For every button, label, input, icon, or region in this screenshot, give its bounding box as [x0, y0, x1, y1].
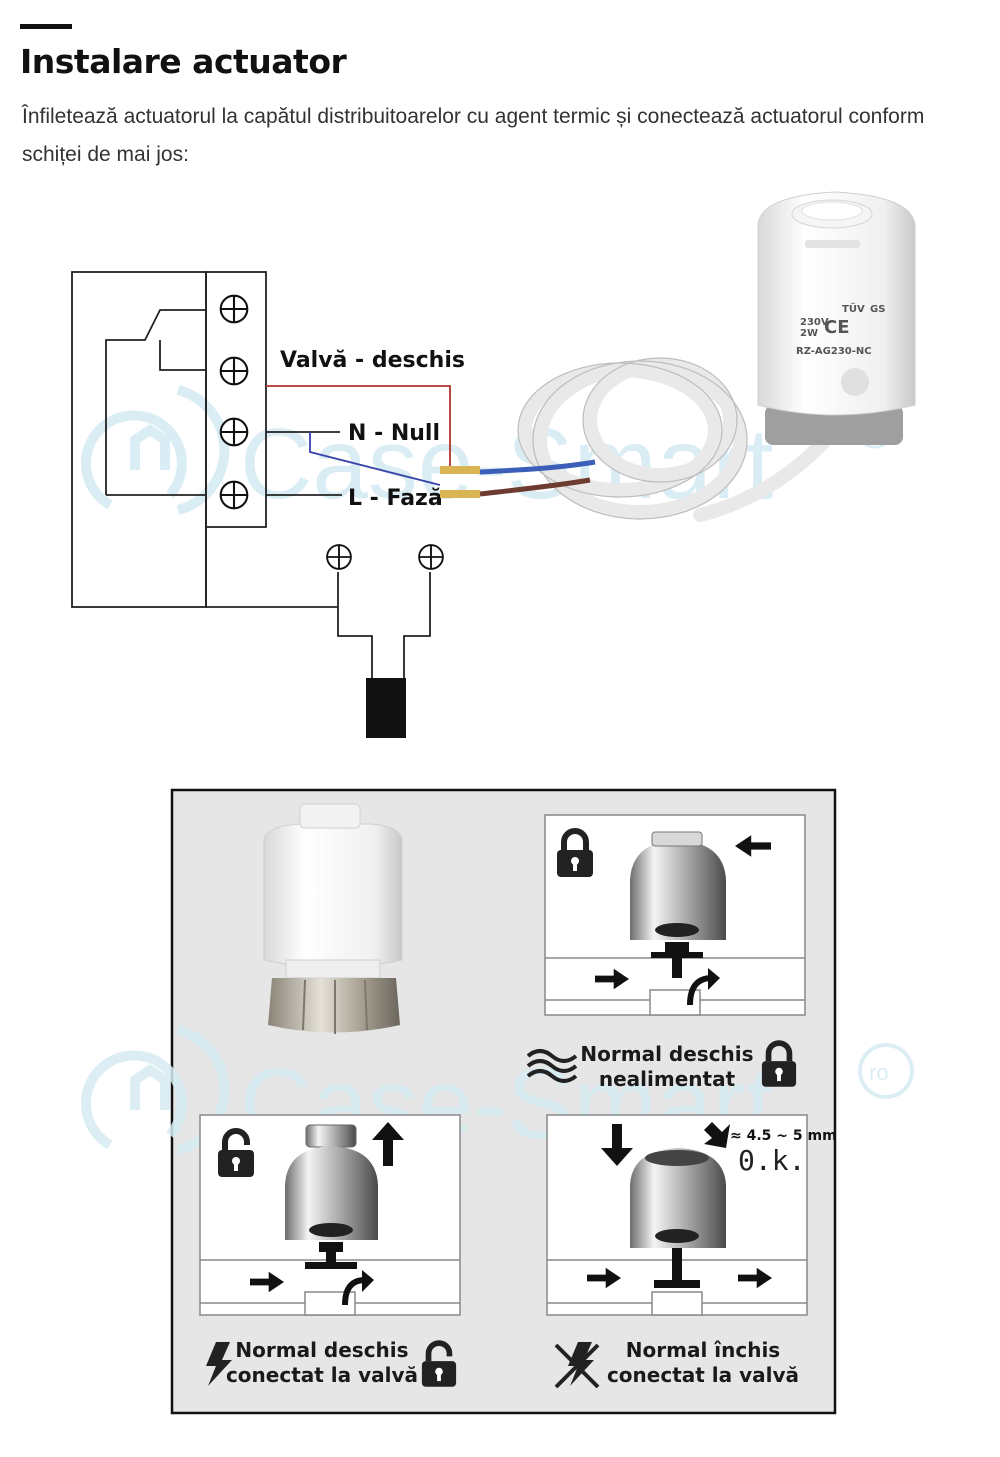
actuator-photo: 230V 2W TÜV GS CE RZ-AG230-NC — [440, 191, 916, 522]
actuator-mark-voltage: 230V — [800, 317, 829, 328]
red-wire — [266, 385, 451, 470]
phase-label: L - Fază — [348, 486, 443, 511]
panel-normally-open-connected — [199, 1114, 461, 1316]
nc-connected-line1: Normal închis — [626, 1338, 780, 1362]
panel-normally-closed-connected: 0.k. ≈ 4.5 ~ 5 mm — [546, 1114, 837, 1316]
arrow-down-icon — [601, 1124, 633, 1166]
valve-open-label: Valvă - deschis — [280, 348, 465, 373]
actuator-mark-tuv: TÜV — [842, 301, 865, 315]
actuator-mark-gs: GS — [870, 304, 885, 315]
page-title: Instalare actuator — [20, 42, 347, 81]
stroke-label: ≈ 4.5 ~ 5 mm — [730, 1128, 837, 1144]
terminal-screw-3 — [219, 417, 249, 447]
arrow-up-icon — [372, 1122, 404, 1166]
terminal-block — [205, 271, 267, 528]
valve-head — [366, 678, 406, 738]
actuator-mark-power: 2W — [800, 328, 818, 339]
blue-wire — [309, 432, 441, 486]
no-power-icon — [554, 1342, 600, 1389]
terminal-screw-4 — [219, 480, 249, 510]
arrow-diagonal-icon — [704, 1122, 730, 1148]
no-connected-line1: Normal deschis — [235, 1338, 408, 1362]
svg-text:CE: CE — [824, 317, 850, 338]
valve-screw-right — [418, 544, 444, 570]
caption-nn-open: Normal deschis nealimentat — [526, 1042, 796, 1091]
valve-screw-left — [326, 544, 352, 570]
watermark-suffix: ro — [869, 1060, 889, 1085]
heat-waves-icon — [526, 1049, 578, 1083]
caption-no-connected: Normal deschis conectat la valvă — [206, 1338, 456, 1387]
wiring-diagram — [71, 271, 431, 678]
nc-connected-line2: conectat la valvă — [607, 1363, 799, 1387]
terminal-screw-2 — [219, 356, 249, 386]
nn-open-line2: nealimentat — [599, 1067, 736, 1091]
flow-arrow-out-icon-2 — [362, 1270, 374, 1292]
nn-open-line1: Normal deschis — [580, 1042, 753, 1066]
relay-switch — [105, 309, 205, 495]
terminal-screw-1 — [219, 294, 249, 324]
intro-text: Înfiletează actuatorul la capătul distri… — [22, 105, 925, 166]
caption-nc-connected: Normal închis conectat la valvă — [554, 1338, 799, 1389]
flow-arrow-out-icon — [708, 968, 720, 990]
null-label: N - Null — [348, 421, 440, 446]
header-accent-bar — [20, 24, 72, 29]
ok-label: 0.k. — [738, 1144, 805, 1177]
lightning-icon — [206, 1342, 232, 1386]
actuator-model: RZ-AG230-NC — [796, 346, 872, 357]
actuator-product-photo — [263, 803, 403, 1034]
no-connected-line2: conectat la valvă — [226, 1363, 418, 1387]
panel-normally-open-unpowered — [544, 814, 806, 1016]
